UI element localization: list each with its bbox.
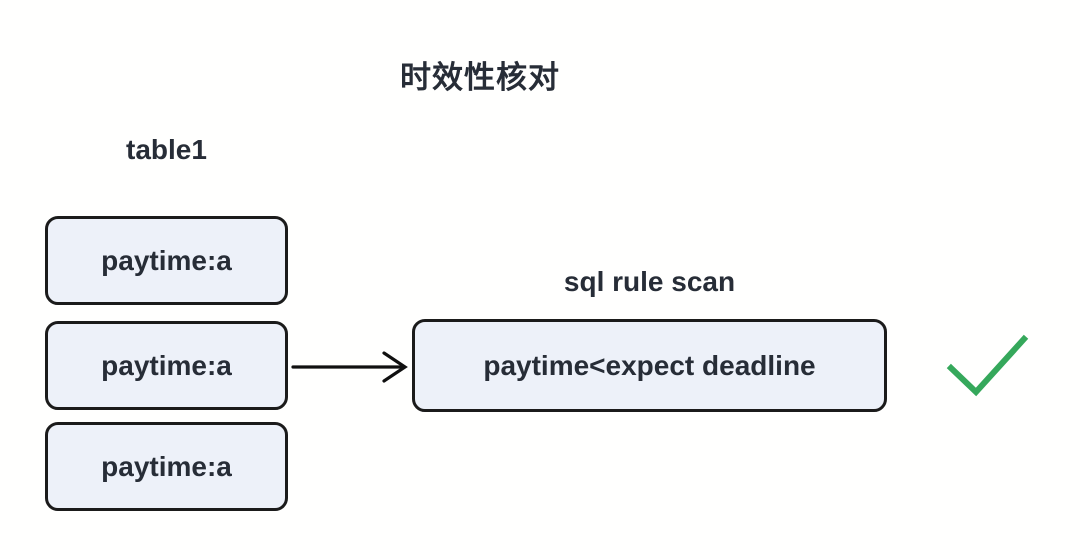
table1-field-label-3: paytime:a [101, 450, 232, 482]
table1-field-box-3: paytime:a [45, 422, 288, 511]
table1-field-box-1: paytime:a [45, 216, 288, 305]
sql-rule-box: paytime<expect deadline [412, 319, 887, 412]
sql-rule-text: paytime<expect deadline [483, 349, 816, 381]
sql-rule-scan-label: sql rule scan [563, 266, 736, 297]
diagram-title: 时效性核对 [400, 60, 560, 95]
checkmark-icon [946, 334, 1029, 397]
table1-field-box-2: paytime:a [45, 321, 288, 410]
arrow-right-icon [291, 351, 408, 383]
table1-field-label-1: paytime:a [101, 244, 232, 276]
table1-field-label-2: paytime:a [101, 349, 232, 381]
table1-label: table1 [126, 134, 207, 165]
